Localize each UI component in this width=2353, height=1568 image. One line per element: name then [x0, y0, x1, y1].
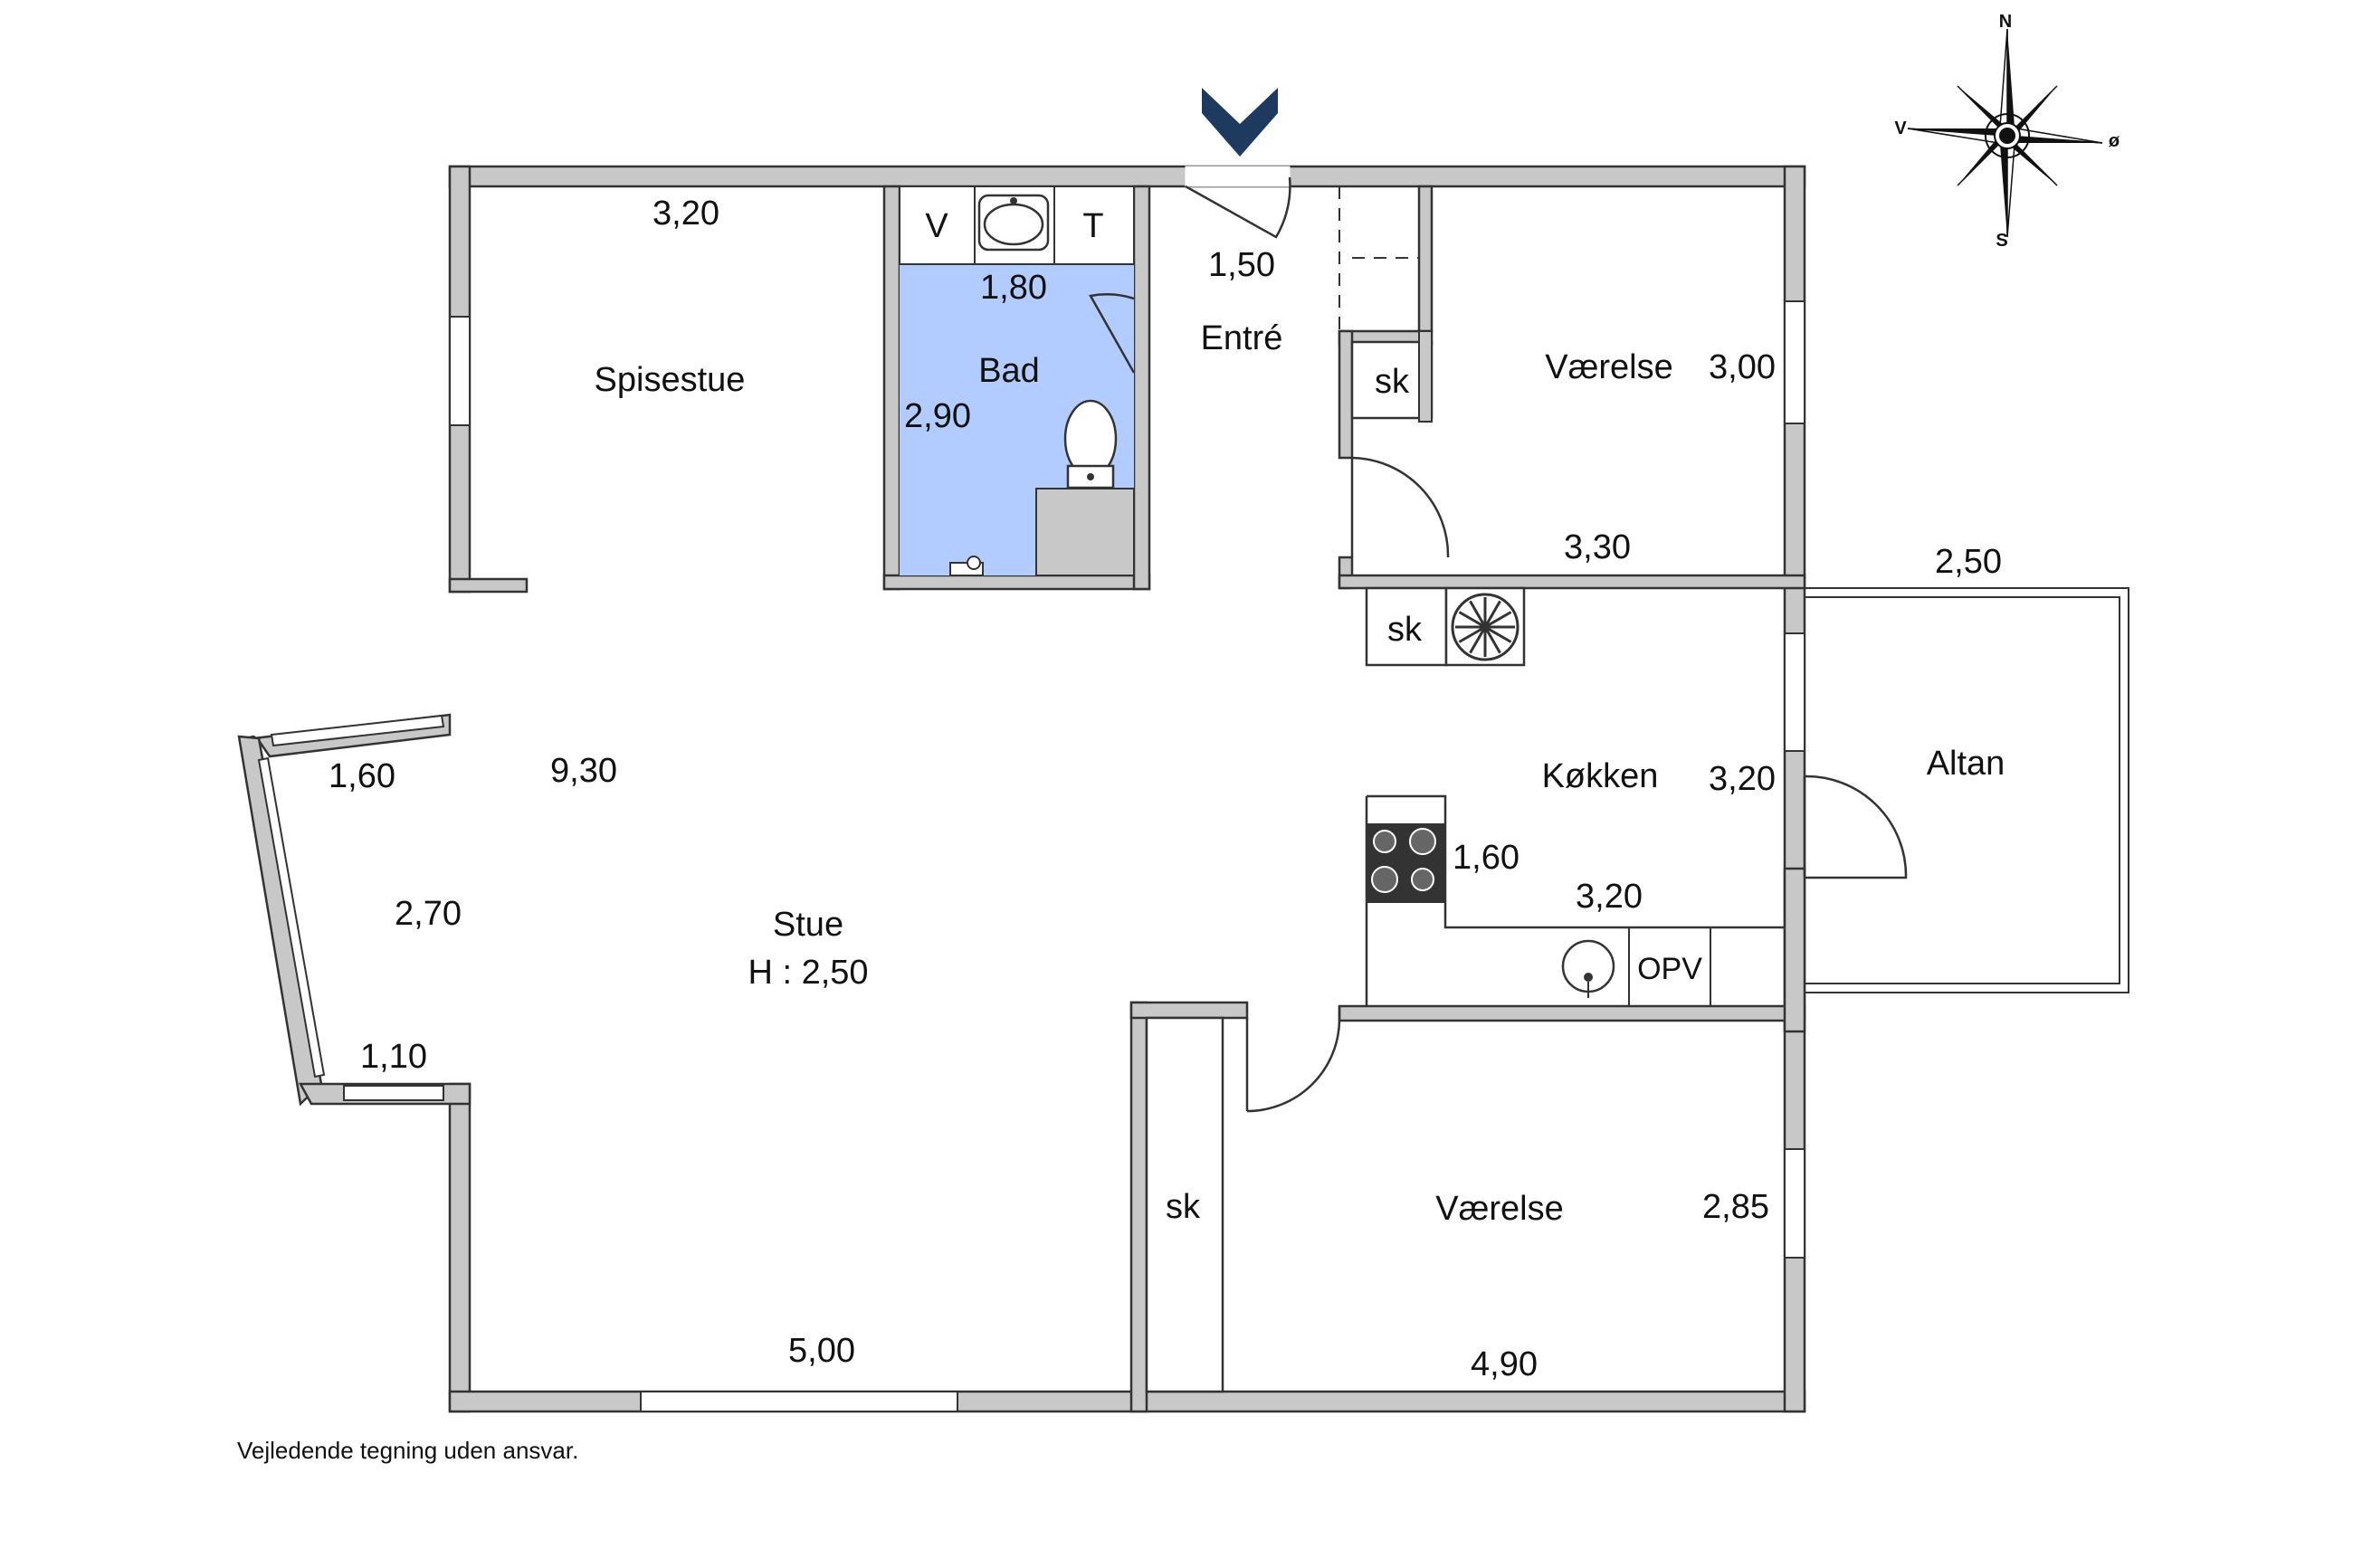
room-bad-label: Bad	[978, 352, 1040, 390]
dim-bay-top: 1,60	[329, 757, 395, 795]
bathroom-shower-step	[1035, 488, 1135, 576]
kitchen-counter	[1365, 794, 1785, 1006]
toilet-icon	[1063, 399, 1118, 489]
room-entre-label: Entré	[1201, 319, 1283, 357]
altan-balcony	[1803, 587, 2129, 993]
dim-vaerelse-top-width: 3,30	[1564, 528, 1631, 566]
bedroom-bottom-door	[1245, 1006, 1341, 1113]
dim-vaerelse-bottom-width: 4,90	[1471, 1345, 1538, 1383]
fixture-labels: V T sk sk sk OPV	[925, 207, 1702, 1226]
dim-kokken-width: 3,20	[1576, 878, 1643, 916]
dim-stue-width: 5,00	[788, 1332, 855, 1370]
compass-south: S	[1996, 231, 2007, 251]
dim-spisestue-width: 3,20	[653, 195, 719, 233]
room-vaerelse-top-label: Værelse	[1545, 348, 1673, 386]
bath-v-label: V	[925, 207, 948, 245]
kitchen-closet-label: sk	[1387, 611, 1423, 649]
compass-rose-icon: N S V ø	[1894, 12, 2120, 251]
room-stue-label: Stue	[773, 906, 843, 944]
entre-cupboard	[1338, 186, 1419, 331]
bedroom-closet-label: sk	[1166, 1188, 1201, 1226]
dim-vaerelse-bottom-depth: 2,85	[1702, 1188, 1769, 1226]
room-spisestue-label: Spisestue	[595, 361, 746, 399]
dishwasher-label: OPV	[1637, 952, 1702, 986]
room-vaerelse-bottom-label: Værelse	[1435, 1190, 1564, 1228]
dim-kokken-depth: 3,20	[1709, 760, 1776, 798]
dim-entre-door: 1,50	[1208, 246, 1275, 284]
dim-bad-width: 1,80	[980, 269, 1047, 307]
ventilation-fan-icon	[1451, 593, 1519, 661]
bedroom-top-door	[1350, 456, 1450, 558]
dim-vaerelse-top-depth: 3,00	[1709, 348, 1776, 386]
bath-t-label: T	[1082, 207, 1103, 245]
entre-closet-label: sk	[1375, 363, 1410, 401]
shower-tap-icon	[949, 556, 984, 576]
dim-altan-width: 2,50	[1935, 543, 2002, 581]
compass-west: V	[1894, 119, 1907, 138]
compass-east: ø	[2109, 131, 2120, 151]
sink-icon	[977, 194, 1050, 252]
room-stue-height: H : 2,50	[748, 954, 868, 992]
dimension-labels: 3,20 1,80 2,90 1,50 3,00 3,30 2,50 3,20 …	[329, 195, 2002, 1383]
room-labels: Spisestue Bad Entré Værelse Køkken Altan…	[595, 319, 2005, 1228]
compass-north: N	[1999, 12, 2012, 32]
dim-bay-side: 2,70	[395, 895, 462, 933]
disclaimer-text: Vejledende tegning uden ansvar.	[237, 1437, 578, 1464]
room-kokken-label: Køkken	[1542, 757, 1659, 795]
bedroom-closet	[1145, 1016, 1224, 1393]
entrance-marker-icon	[1202, 88, 1278, 157]
dim-bay-bottom: 1,10	[360, 1038, 427, 1076]
room-altan-label: Altan	[1927, 745, 2005, 783]
entrance-door	[1185, 166, 1291, 239]
dim-stue-depth: 9,30	[550, 752, 617, 790]
kitchen-closet	[1365, 586, 1448, 667]
dim-bad-depth: 2,90	[904, 397, 971, 435]
dim-kokken-counter: 1,60	[1453, 839, 1519, 877]
walls	[237, 165, 1806, 1413]
bath-door	[1089, 293, 1136, 374]
